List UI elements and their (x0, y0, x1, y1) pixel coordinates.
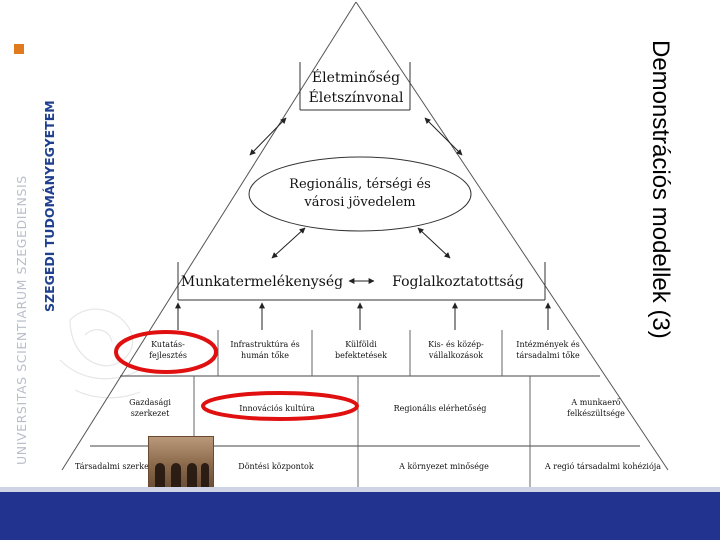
decorative-figure-icon (59, 308, 141, 399)
bottom-1: Társadalmi szerkezet (75, 462, 162, 471)
productivity-employment-row: Munkatermelékenység Foglalkoztatottság (177, 262, 546, 301)
factor-5-line2: társadalmi tőke (516, 351, 580, 360)
income-line1: Regionális, térségi és (289, 177, 431, 192)
factor-arrows (175, 302, 551, 330)
factor-2-line1: Infrastruktúra és (230, 340, 299, 349)
middle-1-line2: szerkezet (131, 409, 170, 418)
middle-4-line1: A munkaerő (570, 398, 620, 407)
middle-4-line2: felkészültsége (567, 409, 625, 418)
apex-line1: Életminőség (312, 68, 400, 86)
highlight-innovation-ellipse (201, 391, 359, 421)
income-ellipse: Regionális, térségi és városi jövedelem (248, 156, 472, 232)
brand-accent-square (14, 44, 24, 54)
factors-row: Kutatás- fejlesztés Infrastruktúra és hu… (120, 330, 600, 377)
factor-4-line2: vállalkozások (428, 351, 483, 360)
factor-3-line1: Külföldi (345, 340, 377, 349)
bottom-3: A környezet minősége (398, 462, 489, 471)
middle-2-line1: Innovációs kultúra (239, 404, 315, 413)
middle-3-line1: Regionális elérhetőség (394, 404, 487, 413)
factor-5-line1: Intézmények és (516, 340, 579, 349)
factor-4-line1: Kis- és közép- (428, 340, 484, 349)
bottom-2: Döntési központok (238, 462, 314, 471)
highlight-research-ellipse (114, 330, 218, 374)
employment-label: Foglalkoztatottság (392, 274, 524, 290)
productivity-label: Munkatermelékenység (181, 274, 343, 290)
footer-band (0, 492, 720, 540)
factor-3-line2: befektetések (335, 351, 387, 360)
bottom-row: Társadalmi szerkezet Döntési központok A… (75, 462, 661, 471)
factor-1-line2: fejlesztés (149, 351, 187, 360)
pyramid-left-edge (61, 1, 357, 471)
arrow-income-productivity (271, 227, 306, 259)
middle-1-line1: Gazdasági (129, 398, 171, 407)
arrow-income-employment (417, 227, 451, 259)
factor-1-line1: Kutatás- (151, 340, 185, 349)
income-line2: városi jövedelem (303, 195, 415, 210)
bottom-4: A regió társadalmi kohéziója (544, 462, 661, 471)
arrow-apex-income-right (424, 117, 463, 156)
arrow-apex-income-left (249, 117, 287, 156)
footer-divider (0, 487, 720, 492)
pyramid-right-edge (355, 1, 669, 471)
apex-box: Életminőség Életszínvonal (299, 62, 411, 111)
apex-line2: Életszínvonal (309, 88, 404, 106)
factor-2-line2: humán tőke (241, 351, 289, 360)
university-branding: UNIVERSITAS SCIENTIARUM SZEGEDIENSIS SZE… (0, 0, 62, 490)
